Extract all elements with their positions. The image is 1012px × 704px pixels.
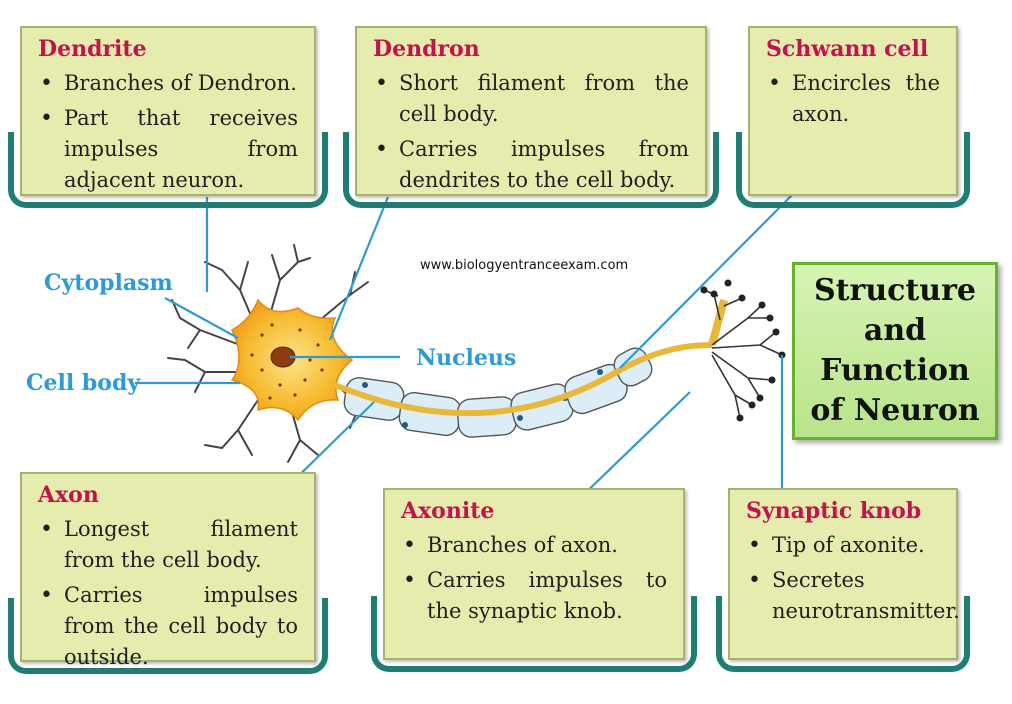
card-point: Tip of axonite. xyxy=(748,530,940,561)
watermark-url: www.biologyentranceexam.com xyxy=(420,258,629,273)
title-box: Structure and Function of Neuron xyxy=(792,262,998,440)
synaptic-knobs xyxy=(700,279,786,422)
card-base xyxy=(716,596,970,672)
card-title: Dendron xyxy=(373,36,480,62)
card-title: Axonite xyxy=(401,498,495,524)
diagram-title: Structure and Function of Neuron xyxy=(810,273,980,428)
card-base xyxy=(371,596,697,672)
card-base xyxy=(343,132,719,208)
leader-lines xyxy=(135,194,793,501)
card-axon: Axon Longest filament from the cell body… xyxy=(8,472,328,674)
label-nucleus: Nucleus xyxy=(416,345,517,371)
card-point: Branches of axon. xyxy=(403,530,667,561)
card-base xyxy=(736,132,970,208)
card-base xyxy=(8,132,328,208)
card-title: Dendrite xyxy=(38,36,147,62)
card-point: Secretes neurotransmitter. xyxy=(748,565,960,627)
axon-line xyxy=(333,342,713,417)
card-title: Synaptic knob xyxy=(746,498,922,524)
card-axonite: Axonite Branches of axon. Carries impuls… xyxy=(371,488,697,672)
label-cell-body: Cell body xyxy=(26,370,141,396)
card-dendrite: Dendrite Branches of Dendron. Part that … xyxy=(8,26,328,208)
card-point: Carries impulses from dendrites to the c… xyxy=(375,134,689,196)
card-point: Carries impulses to the synaptic knob. xyxy=(403,565,667,627)
card-title: Axon xyxy=(38,482,99,508)
axonite-branches xyxy=(703,289,783,419)
card-point: Short filament from the cell body. xyxy=(375,68,689,130)
card-synaptic-knob: Synaptic knob Tip of axonite. Secretes n… xyxy=(716,488,970,672)
card-schwann-cell: Schwann cell Encircles the axon. xyxy=(736,26,970,208)
card-point: Carries impulses from the cell body to o… xyxy=(40,580,298,673)
card-point: Encircles the axon. xyxy=(768,68,940,130)
card-title: Schwann cell xyxy=(766,36,929,62)
card-point: Longest filament from the cell body. xyxy=(40,514,298,576)
card-point: Branches of Dendron. xyxy=(40,68,298,99)
card-point: Part that receives impulses from adjacen… xyxy=(40,103,298,196)
card-dendron: Dendron Short filament from the cell bod… xyxy=(343,26,719,208)
label-cytoplasm: Cytoplasm xyxy=(44,270,173,296)
